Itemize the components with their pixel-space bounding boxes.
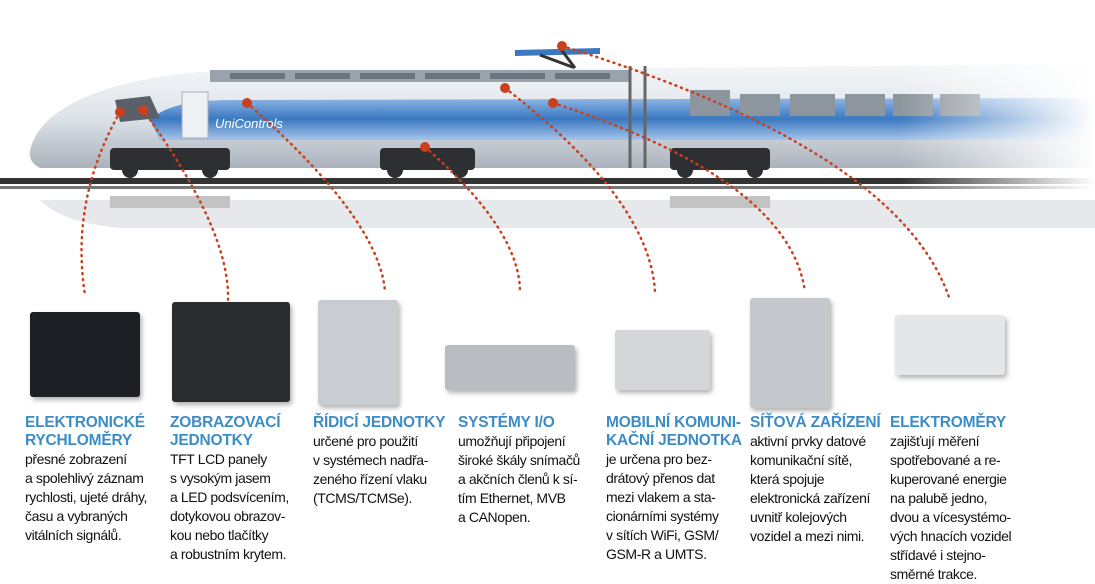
product-description-line: a LED podsvícením,: [170, 489, 289, 505]
product-title: JEDNOTKY: [170, 432, 253, 449]
product-description-line: vých hnacích vozidel: [890, 528, 1012, 544]
product-title: ŘÍDICÍ JEDNOTKY: [313, 414, 446, 431]
product-image-network-devices: [750, 298, 830, 408]
product-description-line: umožňují připojení: [458, 433, 566, 449]
product-description-line: určené pro použití: [313, 433, 418, 449]
product-image-mobile-comm-unit: [615, 330, 710, 390]
bogies: [110, 148, 770, 178]
leader-line-speedometers: [80, 110, 122, 297]
leader-line-io-systems: [423, 145, 522, 294]
product-description-line: s vysokým jasem: [170, 470, 271, 486]
product-image-speedometers: [30, 312, 140, 397]
rail: [0, 178, 1095, 184]
product-description-line: rychlosti, ujeté dráhy,: [25, 489, 148, 505]
leader-line-control-units: [245, 101, 387, 294]
product-title: KAČNÍ JEDNOTKA: [606, 432, 742, 449]
product-description-line: v sítích WiFi, GSM/: [606, 527, 719, 543]
product-description-line: spotřebované a re-: [890, 452, 1001, 468]
product-description-line: střídavé i stejno-: [890, 547, 986, 563]
product-title: MOBILNÍ KOMUNI-: [606, 414, 741, 431]
product-mobile-comm-unit: MOBILNÍ KOMUNI-KAČNÍ JEDNOTKA je určena p…: [606, 414, 742, 564]
product-description-line: kuperované energie: [890, 471, 1007, 487]
leader-line-mobile-comm-unit: [503, 86, 657, 294]
leader-line-network-devices: [551, 101, 807, 294]
product-description-line: dotykovou obrazov-: [170, 508, 285, 524]
product-description-line: v systémech nadřa-: [313, 452, 428, 468]
product-title: SYSTÉMY I/O: [458, 414, 555, 431]
product-description-line: je určena pro bez-: [606, 451, 712, 467]
product-description-line: kou nebo tlačítky: [170, 527, 269, 543]
product-description-line: která spojuje: [750, 471, 825, 487]
product-control-units: ŘÍDICÍ JEDNOTKY určené pro použití v systé…: [313, 414, 445, 508]
hotspot-dot-control-units: [242, 98, 252, 108]
product-description-line: široké škály snímačů: [458, 452, 580, 468]
product-description-line: cionárními systémy: [606, 508, 719, 524]
product-title: RYCHLOMĚRY: [25, 432, 133, 449]
product-description-line: a robustním krytem.: [170, 546, 287, 562]
product-description-line: vitálních signálů.: [25, 527, 122, 543]
product-description-line: komunikační sítě,: [750, 452, 853, 468]
pantograph: [515, 47, 600, 70]
product-description-line: uvnitř kolejových: [750, 509, 847, 525]
product-description-line: a CANopen.: [458, 509, 531, 525]
product-network-devices: SÍŤOVÁ ZAŘÍZENÍ aktivní prvky datové komun…: [750, 414, 881, 546]
leader-line-display-units: [141, 108, 230, 302]
train-reflection: [40, 196, 1095, 228]
product-description-line: směrné trakce.: [890, 566, 977, 582]
product-description-line: dvou a vícesystémo-: [890, 509, 1011, 525]
hotspot-dot-mobile-comm-unit: [500, 83, 510, 93]
hotspot-dot-io-systems: [420, 142, 430, 152]
product-description-line: času a vybraných: [25, 508, 128, 524]
product-title: ELEKTRONICKÉ: [25, 414, 145, 431]
hotspot-dot-network-devices: [548, 98, 558, 108]
hotspot-dot-energy-meters: [557, 41, 567, 51]
product-image-control-units: [318, 300, 398, 405]
product-description-line: a spolehlivý záznam: [25, 470, 144, 486]
product-description-line: přesné zobrazení: [25, 451, 127, 467]
product-description-line: aktivní prvky datové: [750, 433, 866, 449]
product-description-line: drátový přenos dat: [606, 470, 715, 486]
product-description-line: zeného řízení vlaku: [313, 471, 427, 487]
product-description-line: vozidel a mezi nimi.: [750, 528, 865, 544]
product-image-energy-meters: [895, 315, 1005, 375]
product-image-display-units: [172, 302, 290, 402]
product-description-line: tím Ethernet, MVB: [458, 490, 566, 506]
product-description-line: zajišťují měření: [890, 433, 980, 449]
product-title: SÍŤOVÁ ZAŘÍZENÍ: [750, 414, 881, 431]
product-image-io-systems: [445, 345, 575, 390]
product-title: ZOBRAZOVACÍ: [170, 414, 281, 431]
hotspot-dot-display-units: [138, 105, 148, 115]
product-energy-meters: ELEKTROMĚRY zajišťují měření spotřebované …: [890, 414, 1012, 584]
product-description-line: elektronická zařízení: [750, 490, 870, 506]
product-description-line: GSM-R a UMTS.: [606, 546, 707, 562]
product-description-line: a akčních členů k sí-: [458, 471, 578, 487]
leader-line-energy-meters: [560, 44, 952, 302]
logo-unicontrols: UniControls: [215, 116, 283, 131]
product-title: ELEKTROMĚRY: [890, 414, 1007, 431]
product-description-line: (TCMS/TCMSe).: [313, 490, 413, 506]
product-description-line: na palubě jedno,: [890, 490, 988, 506]
product-description-line: mezi vlakem a sta-: [606, 489, 716, 505]
hotspot-dot-speedometers: [115, 107, 125, 117]
product-io-systems: SYSTÉMY I/O umožňují připojení široké škál…: [458, 414, 580, 527]
product-description-line: TFT LCD panely: [170, 451, 267, 467]
